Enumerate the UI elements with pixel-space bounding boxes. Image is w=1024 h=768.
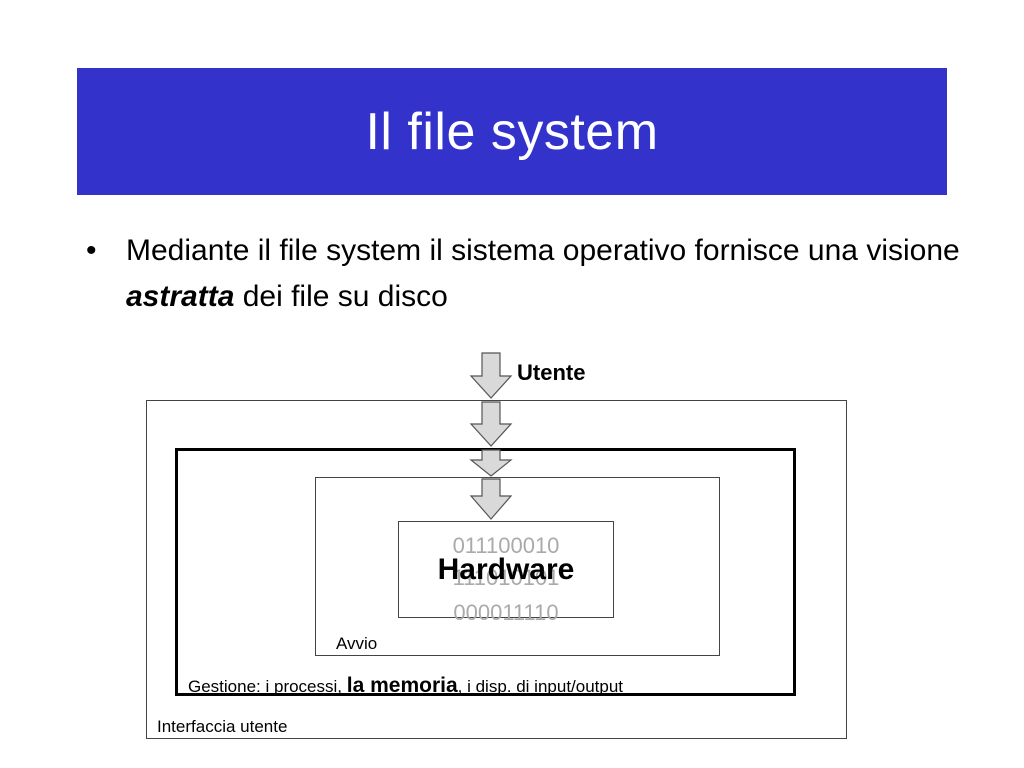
- interfaccia-label: Interfaccia utente: [157, 717, 288, 736]
- layer-avvio-box: [315, 477, 720, 656]
- bullet-item: • Mediante il file system il sistema ope…: [86, 228, 966, 320]
- avvio-label: Avvio: [336, 634, 378, 653]
- bits-line-1: 011100010: [452, 533, 560, 558]
- bullet-dot: •: [86, 234, 97, 267]
- gestione-label-after: , i disp. di input/output: [457, 677, 624, 696]
- down-arrow-icon: [469, 352, 513, 399]
- bits-line-3: 000011110: [453, 600, 559, 625]
- title-bar: Il file system: [77, 68, 947, 195]
- gestione-label: Gestione: i processi, la memoria, i disp…: [188, 674, 623, 698]
- gestione-label-before: Gestione: i processi,: [188, 677, 347, 696]
- gestione-label-strong: la memoria: [346, 674, 458, 697]
- bullet-emphasis: astratta: [126, 280, 235, 313]
- bullet-text-before: Mediante il file system il sistema opera…: [126, 234, 960, 267]
- hardware-label: Hardware: [437, 553, 575, 586]
- slide-title: Il file system: [365, 102, 659, 161]
- bullet-text-after: dei file su disco: [234, 280, 448, 313]
- bullet-text: Mediante il file system il sistema opera…: [126, 228, 966, 320]
- bits-line-2: 111010101: [452, 565, 560, 590]
- layer-hardware-box: [398, 521, 614, 618]
- layer-interfaccia-box: [146, 400, 847, 739]
- utente-label: Utente: [517, 360, 586, 385]
